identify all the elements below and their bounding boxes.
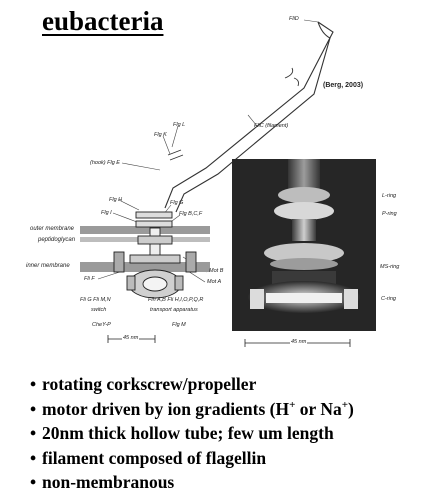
label-fli-gmn: Fli G Fli M,N (80, 297, 111, 303)
electron-micrograph (232, 159, 376, 331)
label-flg-m: Flg M (172, 322, 186, 328)
label-flg-h: Flg H (109, 197, 123, 203)
bullet-item: •rotating corkscrew/propeller (30, 374, 257, 394)
label-fli-f: Fli F (84, 276, 95, 282)
label-peptidoglycan: peptidoglycan (38, 237, 76, 243)
bullet-list: •rotating corkscrew/propeller •motor dri… (30, 372, 354, 495)
basal-body (113, 211, 197, 299)
citation: (Berg, 2003) (323, 82, 364, 89)
label-inner-membrane: inner membrane (26, 263, 70, 269)
label-switch: switch (91, 307, 107, 313)
flagellum-figure: FliD FliC (filament) Flg L Flg K (hook) … (26, 16, 400, 347)
label-outer-membrane: outer membrane (30, 226, 75, 232)
label-flg-k: Flg K (154, 132, 167, 138)
label-mot-b: Mot B (209, 268, 224, 274)
filament (164, 21, 334, 213)
label-scale-left: 45 nm (122, 335, 140, 342)
label-transport: Flh A,B Fli H,I,O,P,Q,R (148, 297, 204, 303)
label-flg-g: Flg G (170, 200, 184, 206)
inner-membrane (80, 262, 210, 272)
label-ms-ring: MS-ring (380, 264, 400, 270)
label-flg-bcf: Flg B,C,F (179, 211, 203, 217)
label-transport-apparatus: transport apparatus (150, 307, 198, 313)
bullet-item: •filament composed of flagellin (30, 447, 267, 468)
bullet-item: •non-membranous (30, 472, 175, 492)
micrograph-image (232, 159, 376, 331)
label-l-ring: L-ring (382, 193, 397, 199)
page-title: eubacteria (42, 6, 164, 36)
flagellum-schematic (80, 19, 351, 347)
label-flg-l: Flg L (173, 122, 186, 128)
label-mot-a: Mot A (207, 279, 222, 285)
label-c-ring: C-ring (381, 296, 396, 302)
label-scale-right: 45 nm (290, 339, 308, 346)
outer-membrane (80, 226, 210, 234)
bullet-item: •motor driven by ion gradients (H+ or Na… (30, 398, 354, 419)
label-p-ring: P-ring (382, 211, 397, 217)
label-hook: (hook) Flg E (90, 160, 120, 166)
label-flg-i: Flg I (101, 210, 112, 216)
hook (167, 149, 184, 161)
bullet-item: •20nm thick hollow tube; few um length (30, 423, 334, 443)
scale-bars (107, 335, 351, 347)
label-fli-d: FliD (289, 16, 299, 22)
label-fli-c: FliC (filament) (254, 123, 289, 129)
label-chey-p: CheY-P (92, 322, 111, 328)
